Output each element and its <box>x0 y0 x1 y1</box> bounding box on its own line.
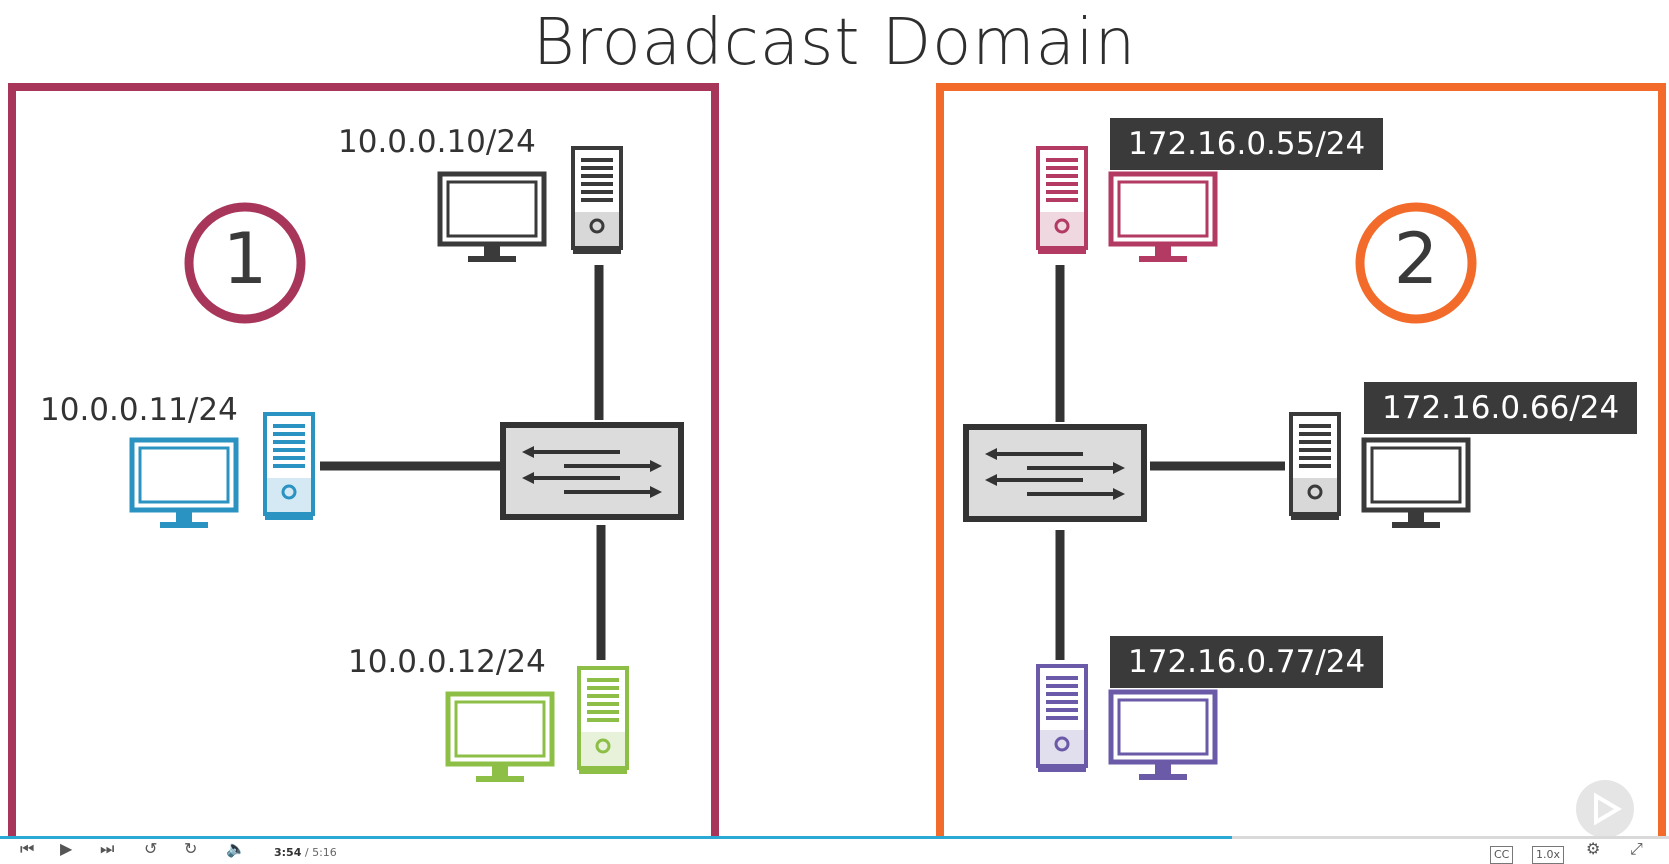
player-controls <box>0 836 1669 858</box>
progress-fill <box>0 836 1232 839</box>
fullscreen-icon[interactable]: ⤢ <box>1630 839 1643 858</box>
rewind-10-icon[interactable]: ↺ <box>144 839 158 858</box>
server-tower-icon <box>263 412 315 522</box>
play-icon[interactable]: ▶ <box>60 839 73 858</box>
server-tower-icon <box>1289 412 1341 522</box>
monitor-icon <box>440 174 544 262</box>
monitor-icon <box>1111 692 1215 780</box>
captions-icon[interactable]: CC <box>1490 846 1514 864</box>
skip-forward-icon[interactable]: ⏭ <box>100 839 115 858</box>
host-10-0-0-11 <box>132 412 315 528</box>
host-10-0-0-12 <box>448 666 629 782</box>
monitor-icon <box>448 694 552 782</box>
domain-1-circle <box>184 202 306 324</box>
skip-back-icon[interactable]: ⏮ <box>20 839 35 858</box>
ip-label: 10.0.0.11/24 <box>40 392 238 428</box>
domain-1-number: 1 <box>222 218 268 300</box>
ip-label: 10.0.0.12/24 <box>348 644 546 680</box>
time-display: 3:54 / 5:16 <box>274 846 337 859</box>
speed-icon[interactable]: 1.0x <box>1532 846 1565 864</box>
host-10-0-0-10 <box>440 146 623 262</box>
current-time: 3:54 <box>274 846 302 859</box>
server-tower-icon <box>571 146 623 256</box>
ip-label-dark: 172.16.0.77/24 <box>1110 636 1384 688</box>
domain-2-circle <box>1355 202 1477 324</box>
settings-icon[interactable]: ⚙ <box>1586 839 1601 858</box>
switch-2-icon <box>966 427 1144 519</box>
ip-label-dark: 172.16.0.66/24 <box>1364 382 1638 434</box>
server-tower-icon <box>577 666 629 776</box>
duration: 5:16 <box>312 846 337 859</box>
server-tower-icon <box>1036 664 1088 774</box>
slide-title: Broadcast Domain <box>532 6 1137 80</box>
monitor-icon <box>1111 174 1215 262</box>
monitor-icon <box>132 440 236 528</box>
forward-10-icon[interactable]: ↻ <box>184 839 198 858</box>
ip-label: 10.0.0.10/24 <box>338 124 536 160</box>
time-separator: / <box>304 846 309 859</box>
domain-2-number: 2 <box>1393 218 1439 300</box>
switch-1-icon <box>503 425 681 517</box>
progress-bar[interactable] <box>0 836 1669 839</box>
monitor-icon <box>1364 440 1468 528</box>
server-tower-icon <box>1036 146 1088 256</box>
play-watermark-icon <box>1576 780 1634 838</box>
volume-icon[interactable]: 🔈 <box>226 839 246 858</box>
ip-label-dark: 172.16.0.55/24 <box>1110 118 1384 170</box>
